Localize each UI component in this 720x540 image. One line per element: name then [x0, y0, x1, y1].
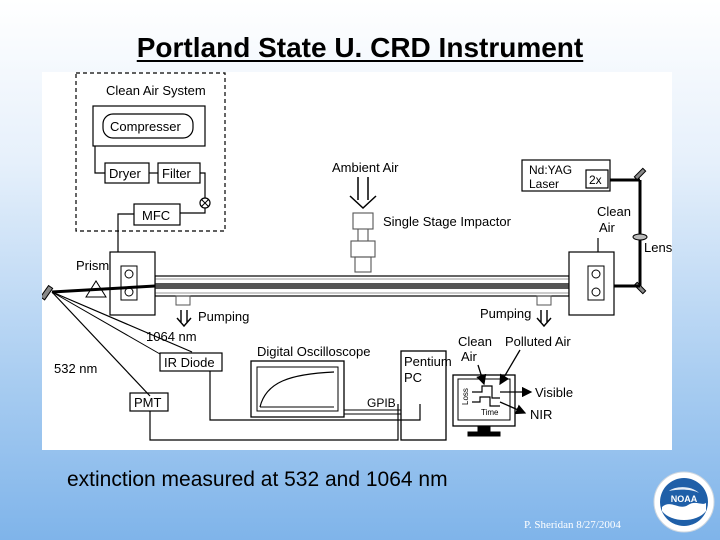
beam-532 — [51, 291, 151, 397]
cavity-beam — [155, 283, 569, 289]
compresser-label: Compresser — [110, 119, 181, 134]
laser-box — [521, 159, 611, 192]
monitor-clean-air-line1: Clean — [458, 334, 492, 349]
clean-air-system-label: Clean Air System — [106, 83, 206, 98]
visible-label: Visible — [535, 385, 573, 400]
ambient-air-arrow — [349, 177, 377, 210]
gpib-label: GPIB — [367, 396, 396, 410]
pmt-cable — [149, 404, 399, 441]
lens-label: Lens — [644, 240, 672, 255]
time-label: Time — [481, 408, 499, 417]
loss-label: Loss — [461, 388, 470, 405]
logo-text: NOAA — [671, 494, 698, 504]
pc-label-line1: Pentium — [404, 354, 452, 369]
impactor-bottom — [354, 256, 372, 273]
mfc-label: MFC — [142, 208, 170, 223]
instrument-diagram: Clean Air System Compresser Dryer Filter… — [42, 72, 672, 450]
pumping-port-right — [536, 295, 552, 306]
prism-label: Prism — [76, 258, 109, 273]
clean-air-right-line1: Clean — [597, 204, 631, 219]
mirror-top-right — [633, 167, 647, 181]
oscilloscope-screen — [256, 366, 339, 412]
clean-air-right-line2: Air — [599, 220, 616, 235]
pumping-port-left — [175, 295, 191, 306]
ir-diode-box — [159, 352, 223, 372]
mirror-left — [42, 284, 54, 301]
beam-out-left — [51, 284, 156, 294]
label-1064nm: 1064 nm — [146, 329, 197, 344]
nir-label: NIR — [530, 407, 552, 422]
compresser-box — [92, 105, 206, 147]
ir-diode-label: IR Diode — [164, 355, 215, 370]
monitor-trace — [472, 385, 500, 407]
pc-tower — [400, 350, 447, 441]
doubler-label: 2x — [589, 173, 602, 187]
beam-1064 — [51, 291, 193, 353]
ambient-air-label: Ambient Air — [332, 160, 399, 175]
pumping-arrow-right — [536, 310, 552, 328]
pumping-right-label: Pumping — [480, 306, 531, 321]
clean-air-arrow — [476, 364, 487, 386]
pumping-left-label: Pumping — [198, 309, 249, 324]
left-cell-mount — [109, 251, 156, 316]
valve-to-mfc-line — [180, 208, 206, 214]
pmt-box — [129, 392, 169, 412]
oscilloscope-label: Digital Oscilloscope — [257, 344, 370, 359]
clean-air-system-box — [75, 72, 226, 232]
beam-mid — [51, 291, 161, 355]
slide-title: Portland State U. CRD Instrument — [136, 32, 584, 63]
monitor-stand — [467, 426, 501, 437]
polluted-air-arrow — [499, 349, 521, 386]
lens-icon — [632, 233, 648, 241]
nir-arrow — [499, 401, 527, 415]
impactor-top — [352, 212, 374, 230]
pumping-arrow-left — [176, 310, 192, 328]
label-532nm: 532 nm — [54, 361, 97, 376]
noaa-logo: NOAA — [653, 471, 715, 533]
slide-caption: extinction measured at 532 and 1064 nm — [67, 468, 448, 491]
polluted-air-label: Polluted Air — [505, 334, 571, 349]
doubler-box — [585, 169, 609, 189]
slide-credit: P. Sheridan 8/27/2004 — [524, 519, 621, 531]
laser-label-line1: Nd:YAG — [529, 163, 572, 177]
oscilloscope-trace — [259, 371, 335, 408]
filter-label: Filter — [162, 166, 192, 181]
impactor-label: Single Stage Impactor — [383, 214, 512, 229]
laser-label-line2: Laser — [529, 177, 559, 191]
dryer-label: Dryer — [109, 166, 141, 181]
compresser-inner — [102, 113, 194, 139]
ir-diode-cable — [209, 371, 421, 421]
right-cell-mount — [568, 251, 615, 316]
impactor-middle — [350, 240, 376, 258]
pmt-label: PMT — [134, 395, 162, 410]
compresser-to-dryer-line — [94, 146, 105, 174]
monitor-clean-air-line2: Air — [461, 349, 478, 364]
pc-label-line2: PC — [404, 370, 422, 385]
oscilloscope-body — [250, 360, 345, 418]
mfc-to-cell-line — [117, 213, 134, 252]
filter-to-valve-line — [200, 172, 206, 198]
gpib-cable — [344, 409, 401, 415]
